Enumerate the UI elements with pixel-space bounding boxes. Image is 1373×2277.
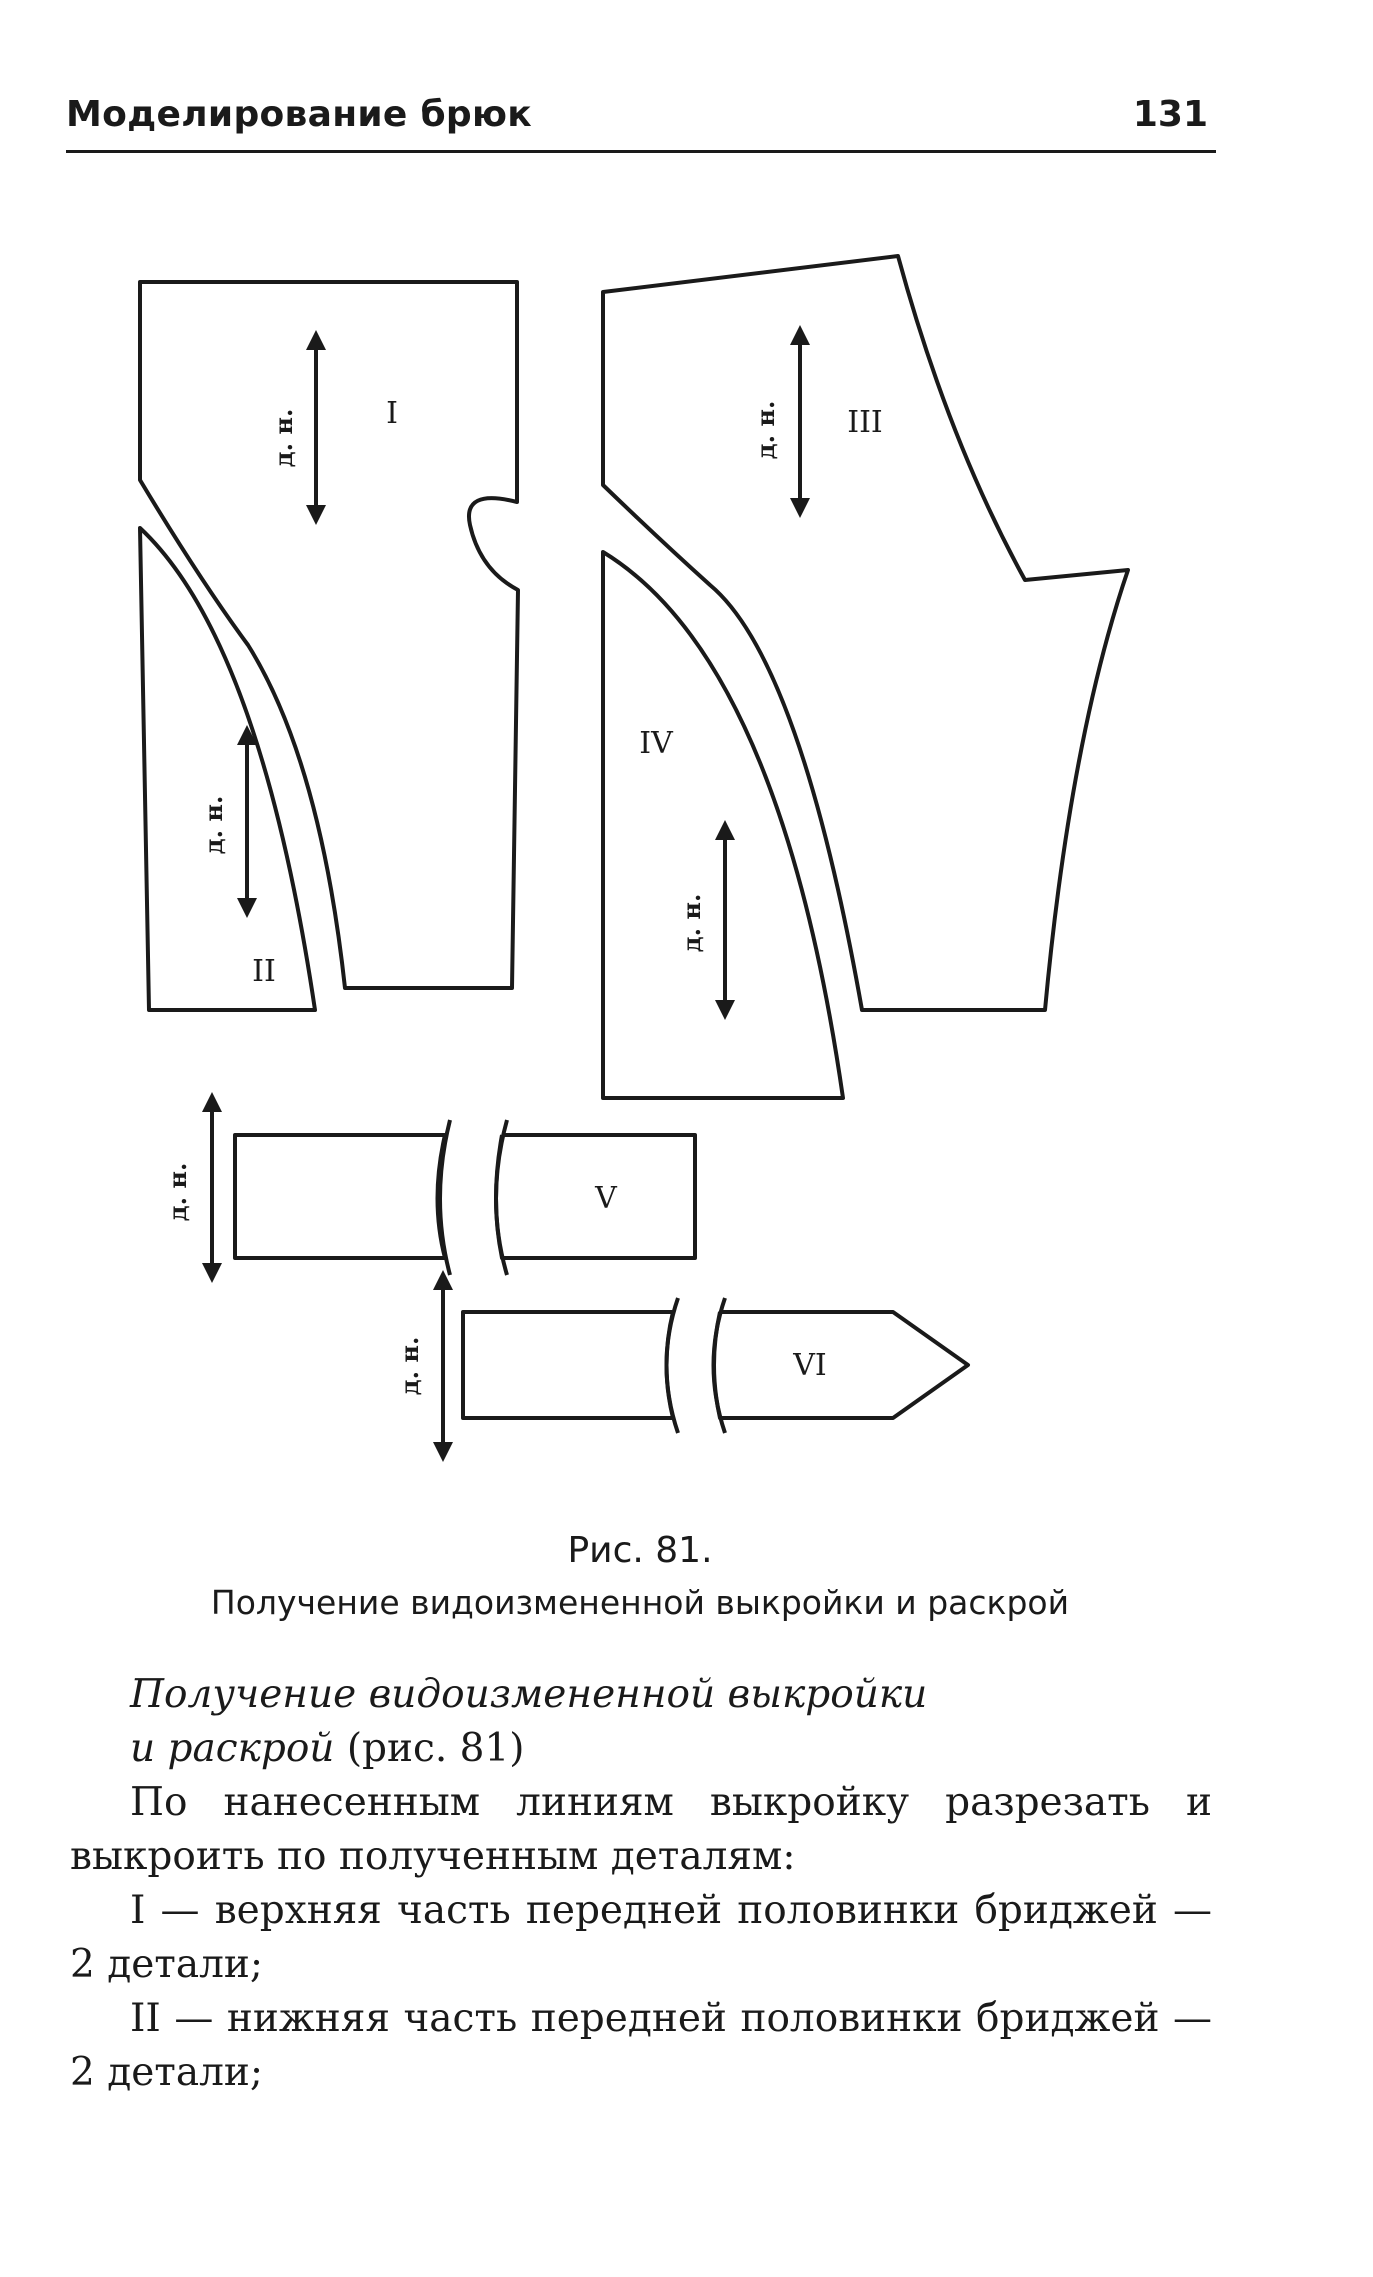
piece-ii-outline — [138, 526, 317, 1012]
piece-iii-outline — [601, 254, 1130, 1012]
list-item-2: II — нижняя часть передней половинки бри… — [70, 1996, 1212, 2095]
body-text: Получение видоизмененной выкройки и раск… — [70, 1668, 1212, 2100]
figure-caption-number: Рис. 81. — [567, 1530, 713, 1571]
list-item-1: I — верхняя часть передней половинки бри… — [70, 1888, 1212, 1987]
paragraph-intro: По нанесенным линиям выкройку разрезать … — [70, 1780, 1212, 1879]
running-header-title: Моделирование брюк — [66, 94, 532, 135]
subheading-italic-line-2: и раскрой — [130, 1726, 335, 1771]
page-number: 131 — [1132, 94, 1208, 135]
piece-v-label: V — [594, 1181, 618, 1216]
piece-i-label: I — [386, 396, 398, 431]
piece-vi-break-mark — [664, 1297, 727, 1434]
piece-ii-grain-label: д. н. — [199, 796, 228, 855]
piece-iv-outline — [601, 550, 845, 1100]
subheading-italic-line-1: Получение видоизмененной выкройки — [130, 1672, 928, 1717]
figure-caption-title: Получение видоизмененной выкройки и раск… — [210, 1583, 1070, 1622]
section-subheading: Получение видоизмененной выкройки — [70, 1668, 1212, 1722]
running-header: Моделирование брюк 131 — [66, 88, 1216, 153]
piece-vi-label: VI — [792, 1348, 827, 1383]
piece-v-grain-label: д. н. — [163, 1163, 192, 1222]
piece-ii-label: II — [252, 954, 276, 989]
piece-iv-grain-label: д. н. — [677, 894, 706, 953]
piece-iii-grain-label: д. н. — [751, 401, 780, 460]
piece-i-outline — [138, 280, 520, 990]
piece-vi-left-part — [461, 1310, 675, 1420]
piece-i-grain-label: д. н. — [269, 409, 298, 468]
pattern-figure: д. н. I д. н. II д. н. III д. н. IV д. н… — [138, 254, 1130, 1462]
piece-v-break-mark — [438, 1119, 509, 1276]
piece-vi-right-part — [712, 1310, 970, 1420]
section-subheading-continued: и раскрой (рис. 81) — [70, 1722, 1212, 1776]
piece-v-left-part — [233, 1133, 447, 1260]
piece-iii-label: III — [847, 405, 883, 440]
subheading-figure-reference: (рис. 81) — [346, 1726, 525, 1771]
piece-iv-label: IV — [639, 726, 674, 761]
piece-vi-grain-label: д. н. — [395, 1337, 424, 1396]
